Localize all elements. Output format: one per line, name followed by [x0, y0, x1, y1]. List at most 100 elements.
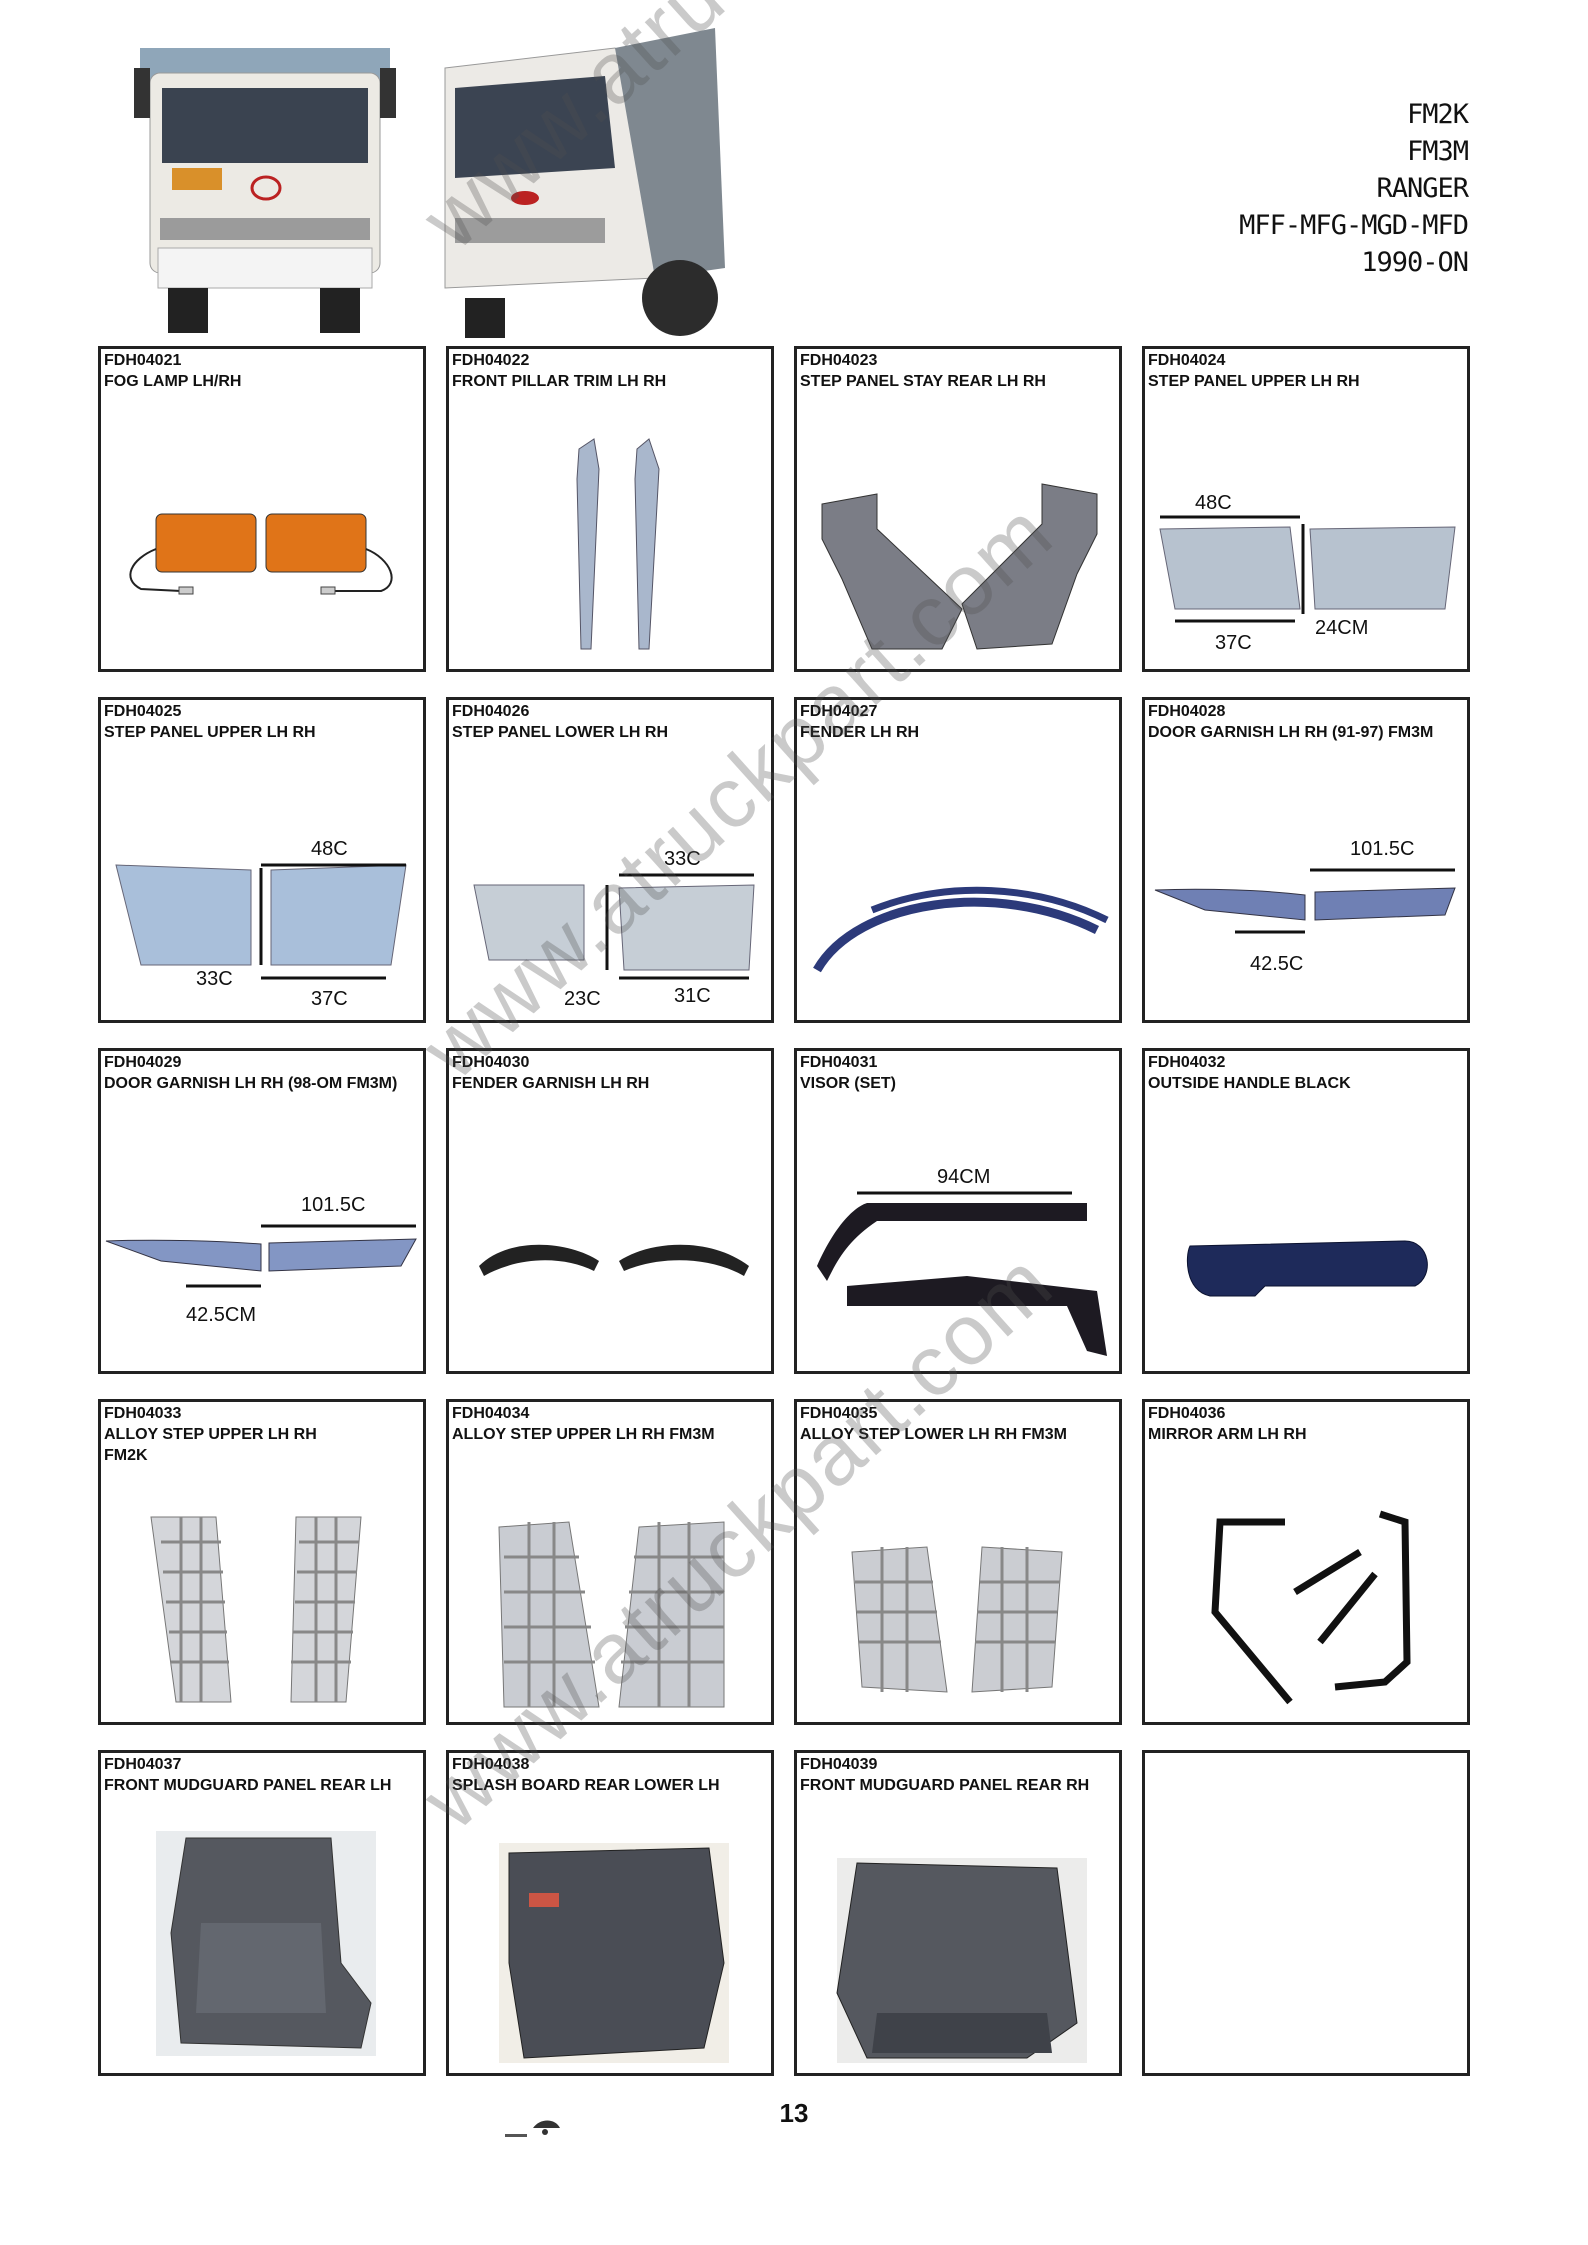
part-cell: FDH04038 SPLASH BOARD REAR LOWER LH	[446, 1750, 774, 2076]
alloy-step-image	[851, 1546, 1063, 1693]
dim-label: 101.5C	[1350, 838, 1415, 860]
part-code: FDH04038	[452, 1756, 530, 1773]
part-code: FDH04028	[1148, 703, 1226, 720]
part-name: DOOR GARNISH LH RH (98-OM FM3M)	[104, 1075, 398, 1092]
dim-label: 37C	[1215, 632, 1252, 654]
mirror-logo-icon	[505, 2120, 560, 2137]
truck-photo-angled	[425, 28, 725, 348]
part-name: ALLOY STEP UPPER LH RH FM3M	[452, 1426, 715, 1443]
part-name: ALLOY STEP UPPER LH RH FM2K	[104, 1426, 317, 1464]
part-code: FDH04022	[452, 352, 530, 369]
parts-grid: FDH04021 FOG LAMP LH/RH FDH04022 FRONT P…	[98, 346, 1470, 2076]
step-panel-image: 33C 23C 31C	[473, 848, 755, 1010]
pillar-trim-image	[576, 438, 660, 650]
part-name: FOG LAMP LH/RH	[104, 373, 242, 390]
part-cell: FDH04037 FRONT MUDGUARD PANEL REAR LH	[98, 1750, 426, 2076]
dim-label: 48C	[1195, 492, 1232, 514]
dim-label: 24CM	[1315, 617, 1368, 639]
part-cell: FDH04030 FENDER GARNISH LH RH	[446, 1048, 774, 1374]
part-cell: FDH04031 VISOR (SET) 94CM	[794, 1048, 1122, 1374]
part-code: FDH04026	[452, 703, 530, 720]
part-code: FDH04033	[104, 1405, 182, 1422]
part-code: FDH04032	[1148, 1054, 1226, 1071]
door-garnish-image: 101.5C 42.5C	[1154, 838, 1456, 975]
part-name: OUTSIDE HANDLE BLACK	[1148, 1075, 1351, 1092]
model-line: MFF-MFG-MGD-MFD	[1239, 210, 1469, 241]
part-cell: FDH04036 MIRROR ARM LH RH	[1142, 1399, 1470, 1725]
model-line: FM3M	[1406, 136, 1469, 167]
part-cell: FDH04025 STEP PANEL UPPER LH RH 48C 33C …	[98, 697, 426, 1023]
splash-board-image	[499, 1843, 729, 2063]
part-cell-empty	[1142, 1750, 1470, 2076]
part-code: FDH04021	[104, 352, 182, 369]
part-code: FDH04031	[800, 1054, 878, 1071]
handle-image	[1186, 1240, 1428, 1297]
part-cell: FDH04029 DOOR GARNISH LH RH (98-OM FM3M)…	[98, 1048, 426, 1374]
part-name: STEP PANEL LOWER LH RH	[452, 724, 669, 741]
dim-label: 101.5C	[301, 1194, 366, 1216]
fender-garnish-image	[479, 1244, 749, 1276]
part-name: FENDER LH RH	[800, 724, 920, 741]
model-line: 1990-ON	[1361, 247, 1469, 278]
part-cell: FDH04033 ALLOY STEP UPPER LH RH FM2K	[98, 1399, 426, 1725]
model-list: FM2K FM3M RANGER MFF-MFG-MGD-MFD 1990-ON	[1239, 96, 1469, 281]
mudguard-image	[836, 1858, 1087, 2063]
mirror-arm-image	[1211, 1510, 1411, 1705]
dim-label: 48C	[311, 838, 348, 860]
part-name: FENDER GARNISH LH RH	[452, 1075, 650, 1092]
dim-label: 94CM	[937, 1166, 990, 1188]
part-cell: FDH04022 FRONT PILLAR TRIM LH RH	[446, 346, 774, 672]
dim-label: 33C	[196, 968, 233, 990]
part-code: FDH04034	[452, 1405, 530, 1422]
alloy-step-image	[150, 1516, 362, 1703]
model-line: RANGER	[1376, 173, 1469, 204]
part-cell: FDH04032 OUTSIDE HANDLE BLACK	[1142, 1048, 1470, 1374]
door-garnish-image: 101.5C 42.5CM	[105, 1194, 417, 1326]
part-cell: FDH04034 ALLOY STEP UPPER LH RH FM3M	[446, 1399, 774, 1725]
part-code: FDH04029	[104, 1054, 182, 1071]
part-name: DOOR GARNISH LH RH (91-97) FM3M	[1148, 724, 1434, 741]
part-code: FDH04035	[800, 1405, 878, 1422]
alloy-step-image	[498, 1521, 725, 1708]
dim-label: 31C	[674, 985, 711, 1007]
part-name: MIRROR ARM LH RH	[1148, 1426, 1307, 1443]
part-name: FRONT PILLAR TRIM LH RH	[452, 373, 667, 390]
part-name: FRONT MUDGUARD PANEL REAR LH	[104, 1777, 392, 1794]
part-code: FDH04039	[800, 1756, 878, 1773]
part-name: STEP PANEL UPPER LH RH	[104, 724, 316, 741]
step-panel-image: 48C 37C 24CM	[1159, 492, 1456, 654]
part-name: ALLOY STEP LOWER LH RH FM3M	[800, 1426, 1067, 1443]
truck-photo-front	[120, 28, 412, 348]
part-name: SPLASH BOARD REAR LOWER LH	[452, 1777, 720, 1794]
dim-label: 42.5C	[1250, 953, 1303, 975]
part-cell: FDH04021 FOG LAMP LH/RH	[98, 346, 426, 672]
fog-lamp-image	[129, 513, 393, 595]
part-cell: FDH04027 FENDER LH RH	[794, 697, 1122, 1023]
part-name: VISOR (SET)	[800, 1075, 897, 1092]
part-cell: FDH04024 STEP PANEL UPPER LH RH 48C 37C …	[1142, 346, 1470, 672]
model-line: FM2K	[1406, 99, 1469, 130]
mudguard-image	[156, 1831, 376, 2056]
part-code: FDH04036	[1148, 1405, 1226, 1422]
part-cell: FDH04035 ALLOY STEP LOWER LH RH FM3M	[794, 1399, 1122, 1725]
part-code: FDH04030	[452, 1054, 530, 1071]
dim-label: 37C	[311, 988, 348, 1010]
part-code: FDH04025	[104, 703, 182, 720]
page-number: 13	[779, 2098, 809, 2128]
part-cell: FDH04039 FRONT MUDGUARD PANEL REAR RH	[794, 1750, 1122, 2076]
step-panel-stay-image	[821, 483, 1098, 650]
dim-label: 42.5CM	[186, 1304, 256, 1326]
dim-label: 33C	[664, 848, 701, 870]
part-cell: FDH04023 STEP PANEL STAY REAR LH RH	[794, 346, 1122, 672]
part-code: FDH04027	[800, 703, 878, 720]
dim-label: 23C	[564, 988, 601, 1010]
part-cell: FDH04028 DOOR GARNISH LH RH (91-97) FM3M…	[1142, 697, 1470, 1023]
part-name: FRONT MUDGUARD PANEL REAR RH	[800, 1777, 1090, 1794]
fender-image	[813, 886, 1109, 973]
part-code: FDH04024	[1148, 352, 1226, 369]
part-code: FDH04037	[104, 1756, 182, 1773]
part-cell: FDH04026 STEP PANEL LOWER LH RH 33C 23C …	[446, 697, 774, 1023]
part-code: FDH04023	[800, 352, 878, 369]
part-name: STEP PANEL STAY REAR LH RH	[800, 373, 1046, 390]
visor-image: 94CM	[817, 1166, 1107, 1356]
